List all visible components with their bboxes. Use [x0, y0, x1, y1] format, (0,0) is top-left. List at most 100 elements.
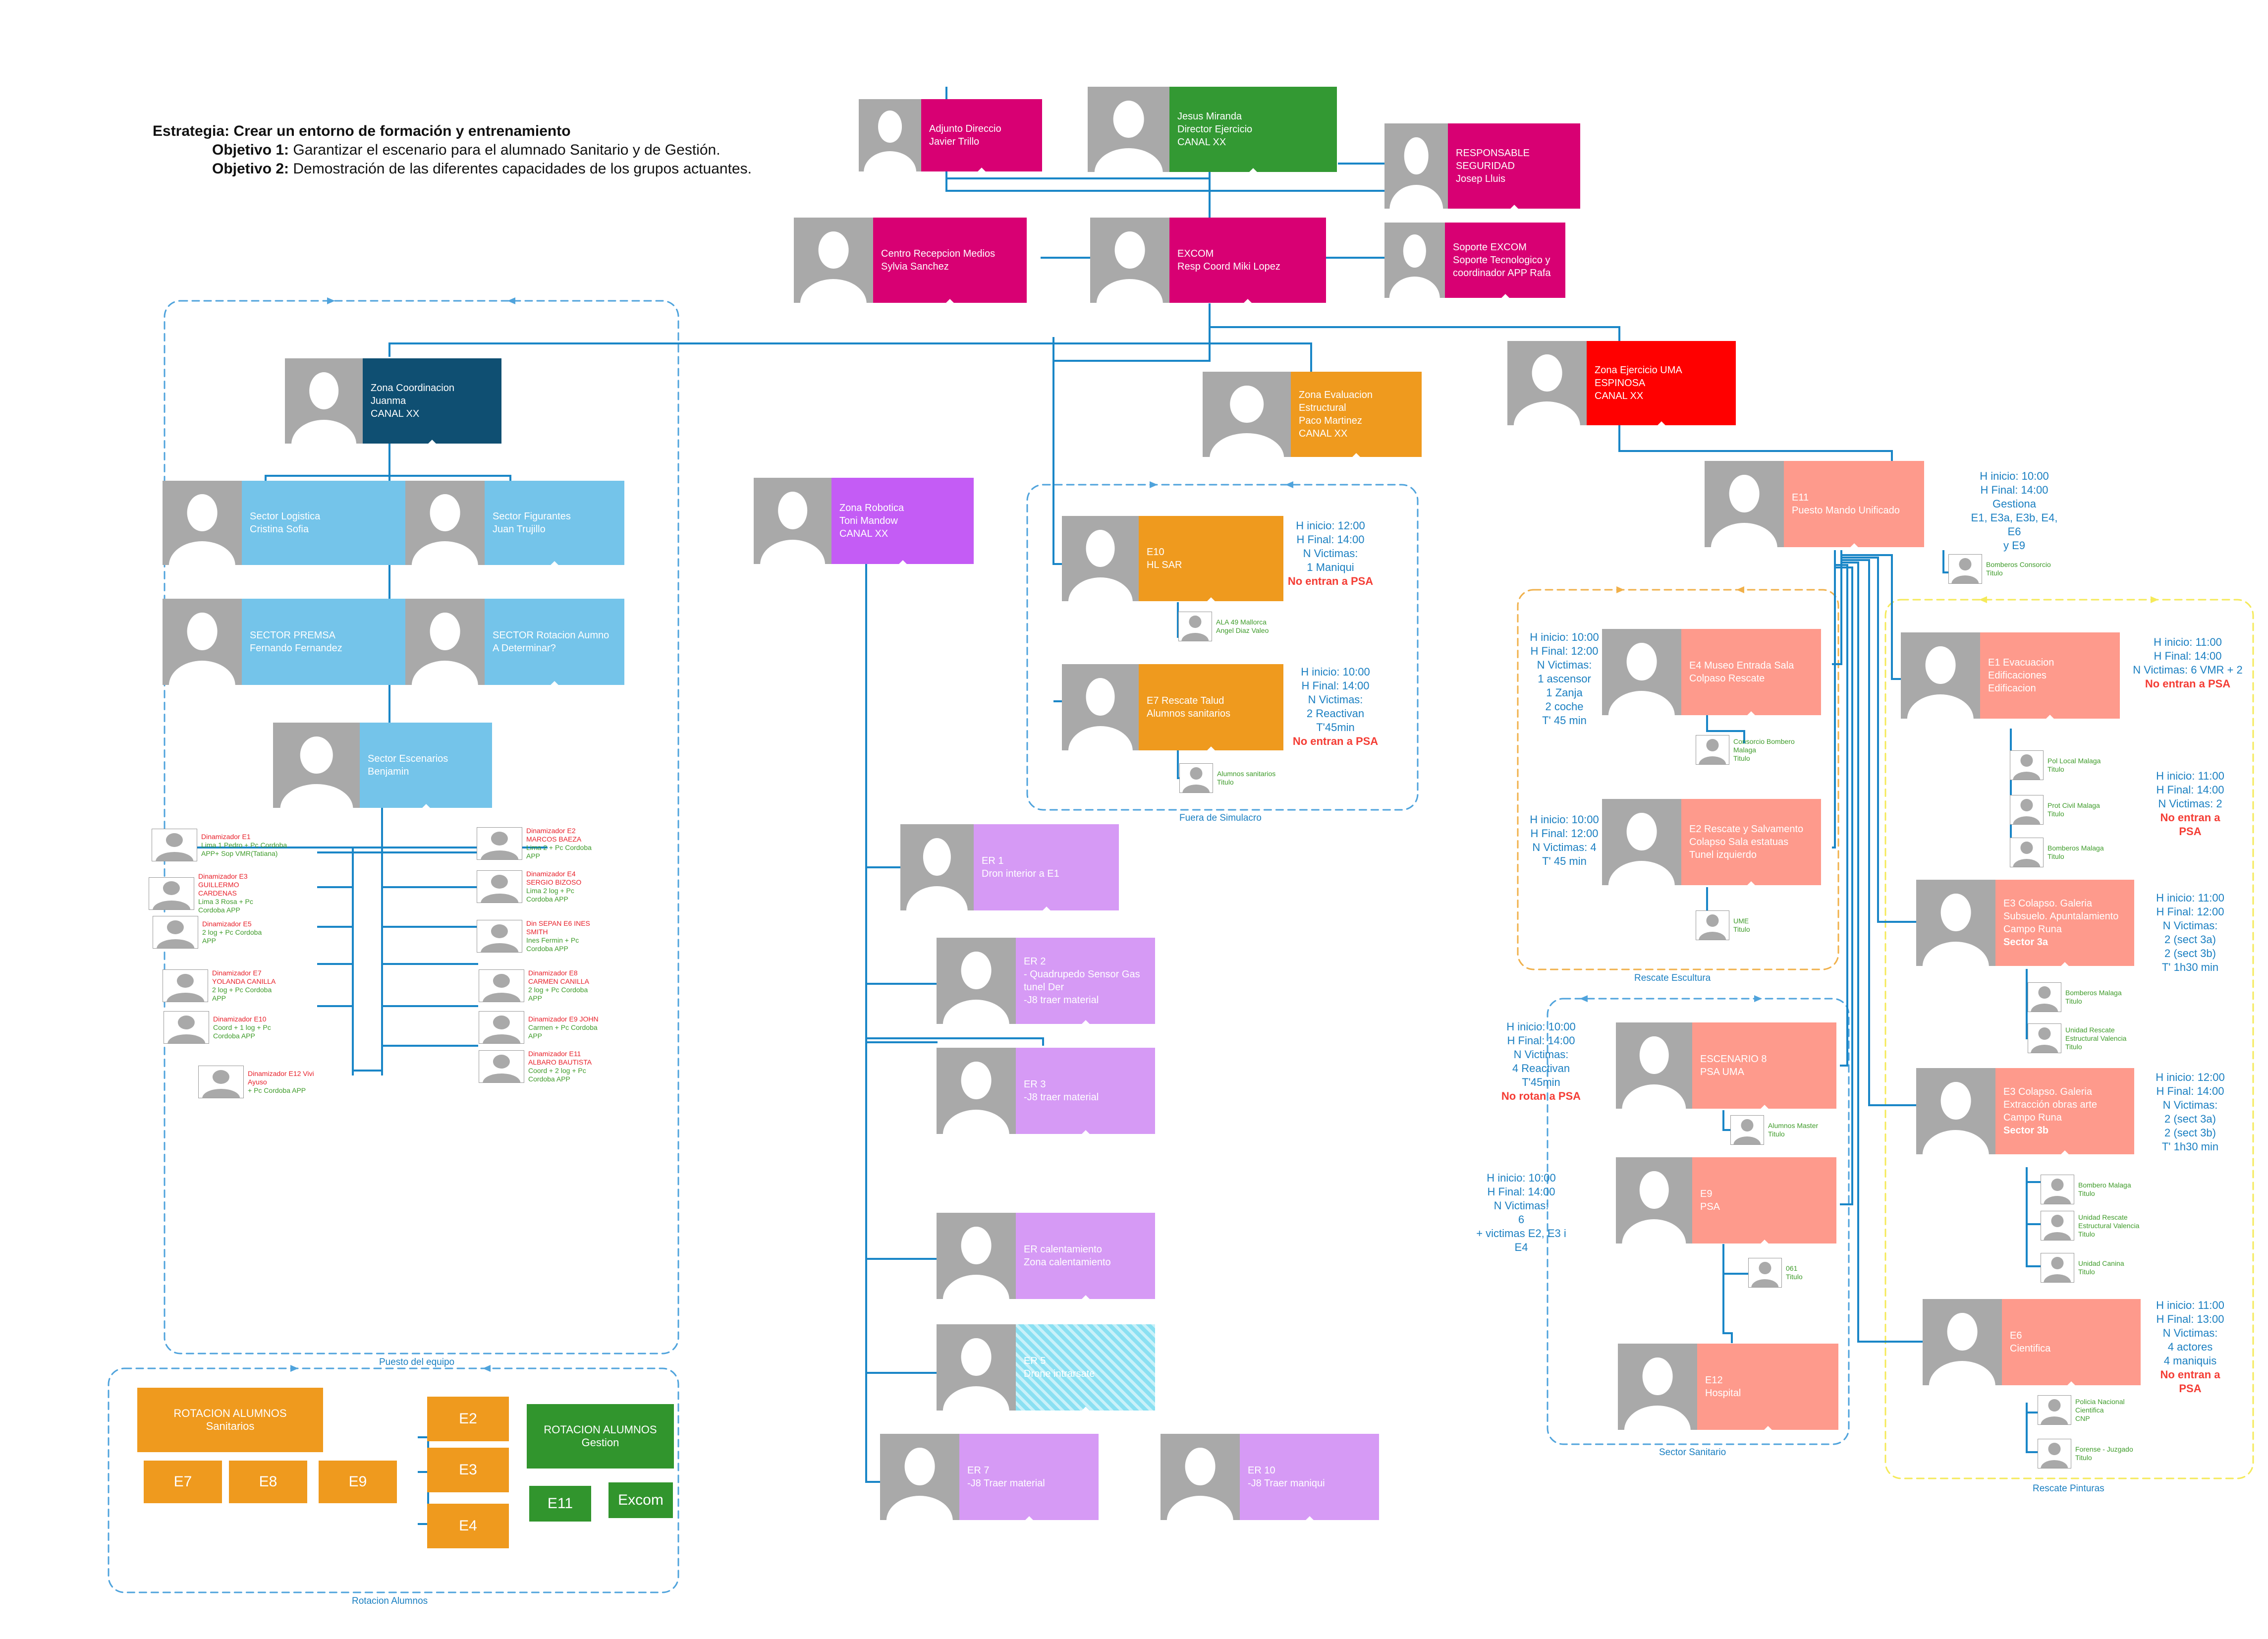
person-avatar-icon: [405, 599, 485, 685]
assistant-m-pol-local[interactable]: Pol Local Malaga Titulo: [2010, 750, 2101, 780]
rotation-mid-item[interactable]: E4: [427, 1504, 509, 1548]
rotation-gestion-title[interactable]: ROTACION ALUMNOS Gestion: [527, 1404, 674, 1469]
role-card-e2[interactable]: E2 Rescate y Salvamento Colapso Sala est…: [1602, 799, 1821, 891]
role-card-seguridad[interactable]: RESPONSABLE SEGURIDAD Josep Lluis: [1384, 123, 1580, 215]
rotation-sanitarios-title[interactable]: ROTACION ALUMNOS Sanitarios: [137, 1388, 323, 1452]
role-card-e3b[interactable]: E3 Colapso. Galeria Extracción obras art…: [1916, 1068, 2134, 1160]
role-card-e3a[interactable]: E3 Colapso. Galeria Subsuelo. Apuntalami…: [1916, 880, 2134, 972]
assistant-m-bomb-malaga1[interactable]: Bomberos Malaga Titulo: [2010, 838, 2104, 867]
psa-warning: No rotan a PSA: [1501, 1090, 1581, 1102]
role-card-er10[interactable]: ER 10 -J8 Traer maniqui: [1161, 1434, 1379, 1526]
role-card-label: Sector Escenarios Benjamin: [360, 723, 492, 814]
role-card-e11[interactable]: E11 Puesto Mando Unificado: [1705, 461, 1924, 553]
role-card-er7[interactable]: ER 7 -J8 Traer material: [880, 1434, 1099, 1526]
assistant-m-alumnos[interactable]: Alumnos sanitarios Titulo: [1179, 763, 1275, 793]
person-avatar-icon: [273, 723, 360, 808]
dynamizer-name: Dinamizador E7 YOLANDA CANILLA: [212, 969, 276, 985]
person-avatar-icon: [2038, 1395, 2071, 1425]
card-notch: [1746, 881, 1756, 891]
assistant-m-bomb-malaga2[interactable]: Bomberos Malaga Titulo: [2028, 982, 2122, 1012]
dynamizer-name: Dinamizador E2 MARCOS BAEZA: [526, 827, 582, 843]
person-avatar-icon: [479, 1011, 524, 1044]
rotation-mid-item[interactable]: E3: [427, 1448, 509, 1492]
rotation-ges-item[interactable]: E11: [529, 1486, 591, 1522]
role-card-er1[interactable]: ER 1 Dron interior a E1: [900, 824, 1119, 916]
assistant-m-ure-valencia1[interactable]: Unidad Rescate Estructural Valencia Titu…: [2028, 1023, 2126, 1053]
assistant-m-bomb-cons[interactable]: Bomberos Consorcio Titulo: [1948, 554, 2051, 584]
role-card-label: ER 3 -J8 traer material: [1016, 1048, 1155, 1140]
assistant-detail: Pol Local Malaga Titulo: [2047, 757, 2101, 773]
role-card-e6[interactable]: E6 Cientifica: [1923, 1299, 2141, 1391]
assistant-m-forense[interactable]: Forense - Juzgado Titulo: [2038, 1439, 2133, 1469]
role-card-adjunto[interactable]: Adjunto Direccio Javier Trillo: [859, 99, 1042, 177]
schedule-text: H inicio: 10:00 H Final: 12:00 N Victima…: [1530, 813, 1599, 867]
assistant-m-alumnos-master[interactable]: Alumnos Master Titulo: [1730, 1115, 1818, 1145]
role-card-excom[interactable]: EXCOM Resp Coord Miki Lopez: [1090, 218, 1326, 309]
role-card-zona-uma[interactable]: Zona Ejercicio UMA ESPINOSA CANAL XX: [1507, 341, 1736, 431]
assistant-m-ume[interactable]: UME Titulo: [1696, 910, 1750, 940]
rotation-san-item[interactable]: E9: [319, 1461, 397, 1503]
assistant-text: 061 Titulo: [1782, 1264, 1803, 1281]
card-notch: [1080, 1407, 1091, 1416]
dynamizer-name: Dinamizador E3 GUILLERMO CARDENAS: [198, 872, 248, 897]
assistant-detail: Forense - Juzgado Titulo: [2075, 1445, 2133, 1462]
rotation-san-item[interactable]: E8: [229, 1461, 307, 1503]
role-card-er2[interactable]: ER 2 - Quadrupedo Sensor Gas tunel Der -…: [937, 938, 1155, 1030]
role-card-e12[interactable]: E12 Hospital: [1618, 1344, 1838, 1436]
role-card-text: Soporte EXCOM Soporte Tecnologico y coor…: [1453, 242, 1551, 279]
person-avatar-icon: [1384, 223, 1445, 298]
role-card-director[interactable]: Jesus Miranda Director Ejercicio CANAL X…: [1088, 87, 1337, 178]
role-card-label: E12 Hospital: [1697, 1344, 1838, 1436]
role-card-e4[interactable]: E4 Museo Entrada Sala Colpaso Rescate: [1602, 629, 1821, 721]
rotation-san-item[interactable]: E7: [144, 1461, 222, 1503]
role-card-e9[interactable]: E9 PSA: [1616, 1157, 1836, 1249]
role-card-robotica[interactable]: Zona Robotica Toni Mandow CANAL XX: [754, 478, 974, 570]
assistant-d-e12[interactable]: Dinamizador E12 Vivi Ayuso+ Pc Cordoba A…: [198, 1066, 314, 1098]
assistant-m-cons-malaga[interactable]: Consorcio Bombero Malaga Titulo: [1696, 735, 1795, 765]
assistant-m-prot-civil[interactable]: Prot Civil Malaga Titulo: [2010, 795, 2100, 825]
dynamizer-name: Dinamizador E9 JOHN: [528, 1015, 599, 1023]
group-frame-rotacion: [108, 1367, 679, 1593]
role-card-label: E6 Cientifica: [2002, 1299, 2141, 1391]
schedule-text: H inicio: 11:00 H Final: 14:00 N Victima…: [2156, 770, 2224, 810]
role-card-rotacion[interactable]: SECTOR Rotacion Aumno A Determinar?: [405, 599, 624, 691]
role-card-esc8[interactable]: ESCENARIO 8 PSA UMA: [1616, 1022, 1836, 1115]
group-label-pinturas: Rescate Pinturas: [2033, 1483, 2104, 1494]
rotation-ges-item[interactable]: Excom: [608, 1482, 673, 1518]
assistant-m-canina[interactable]: Unidad Canina Titulo: [2041, 1253, 2124, 1283]
role-card-escenarios[interactable]: Sector Escenarios Benjamin: [273, 723, 492, 814]
schedule-text: H inicio: 10:00 H Final: 12:00 N Victima…: [1530, 631, 1599, 727]
role-card-text: E2 Rescate y Salvamento Colapso Sala est…: [1689, 824, 1804, 860]
rotation-mid-item[interactable]: E2: [427, 1397, 509, 1441]
role-card-zona-coord[interactable]: Zona Coordinacion Juanma CANAL XX: [285, 358, 501, 450]
role-card-er-cal[interactable]: ER calentamiento Zona calentamiento: [937, 1213, 1155, 1305]
role-card-soporte[interactable]: Soporte EXCOM Soporte Tecnologico y coor…: [1384, 223, 1565, 304]
role-card-figurantes[interactable]: Sector Figurantes Juan Trujillo: [405, 481, 624, 571]
role-card-er3[interactable]: ER 3 -J8 traer material: [937, 1048, 1155, 1140]
role-card-zona-eval[interactable]: Zona Evaluacion Estructural Paco Martine…: [1203, 372, 1422, 463]
role-card-er5[interactable]: ER 5 Drone intrarsate: [937, 1324, 1155, 1416]
assistant-m-policia[interactable]: Policia Nacional Cientifica CNP: [2038, 1395, 2125, 1425]
assistant-m-061[interactable]: 061 Titulo: [1748, 1258, 1803, 1288]
role-card-e7[interactable]: E7 Rescate Talud Alumnos sanitarios: [1062, 664, 1283, 756]
assistant-m-ala49[interactable]: ALA 49 Mallorca Angel Diaz Valeo: [1178, 612, 1269, 641]
role-card-e10[interactable]: E10 HL SAR: [1062, 516, 1283, 607]
role-card-recepcion[interactable]: Centro Recepcion Medios Sylvia Sanchez: [794, 218, 1027, 309]
assistant-m-ure-valencia2[interactable]: Unidad Rescate Estructural Valencia Titu…: [2041, 1211, 2139, 1241]
group-frame-puesto: [164, 300, 679, 1355]
role-card-text: E9 PSA: [1700, 1188, 1720, 1212]
assistant-m-bomb-malaga3[interactable]: Bombero Malaga Titulo: [2041, 1175, 2131, 1204]
role-card-e1[interactable]: E1 Evacuacion Edificaciones Edificacion: [1901, 632, 2120, 725]
